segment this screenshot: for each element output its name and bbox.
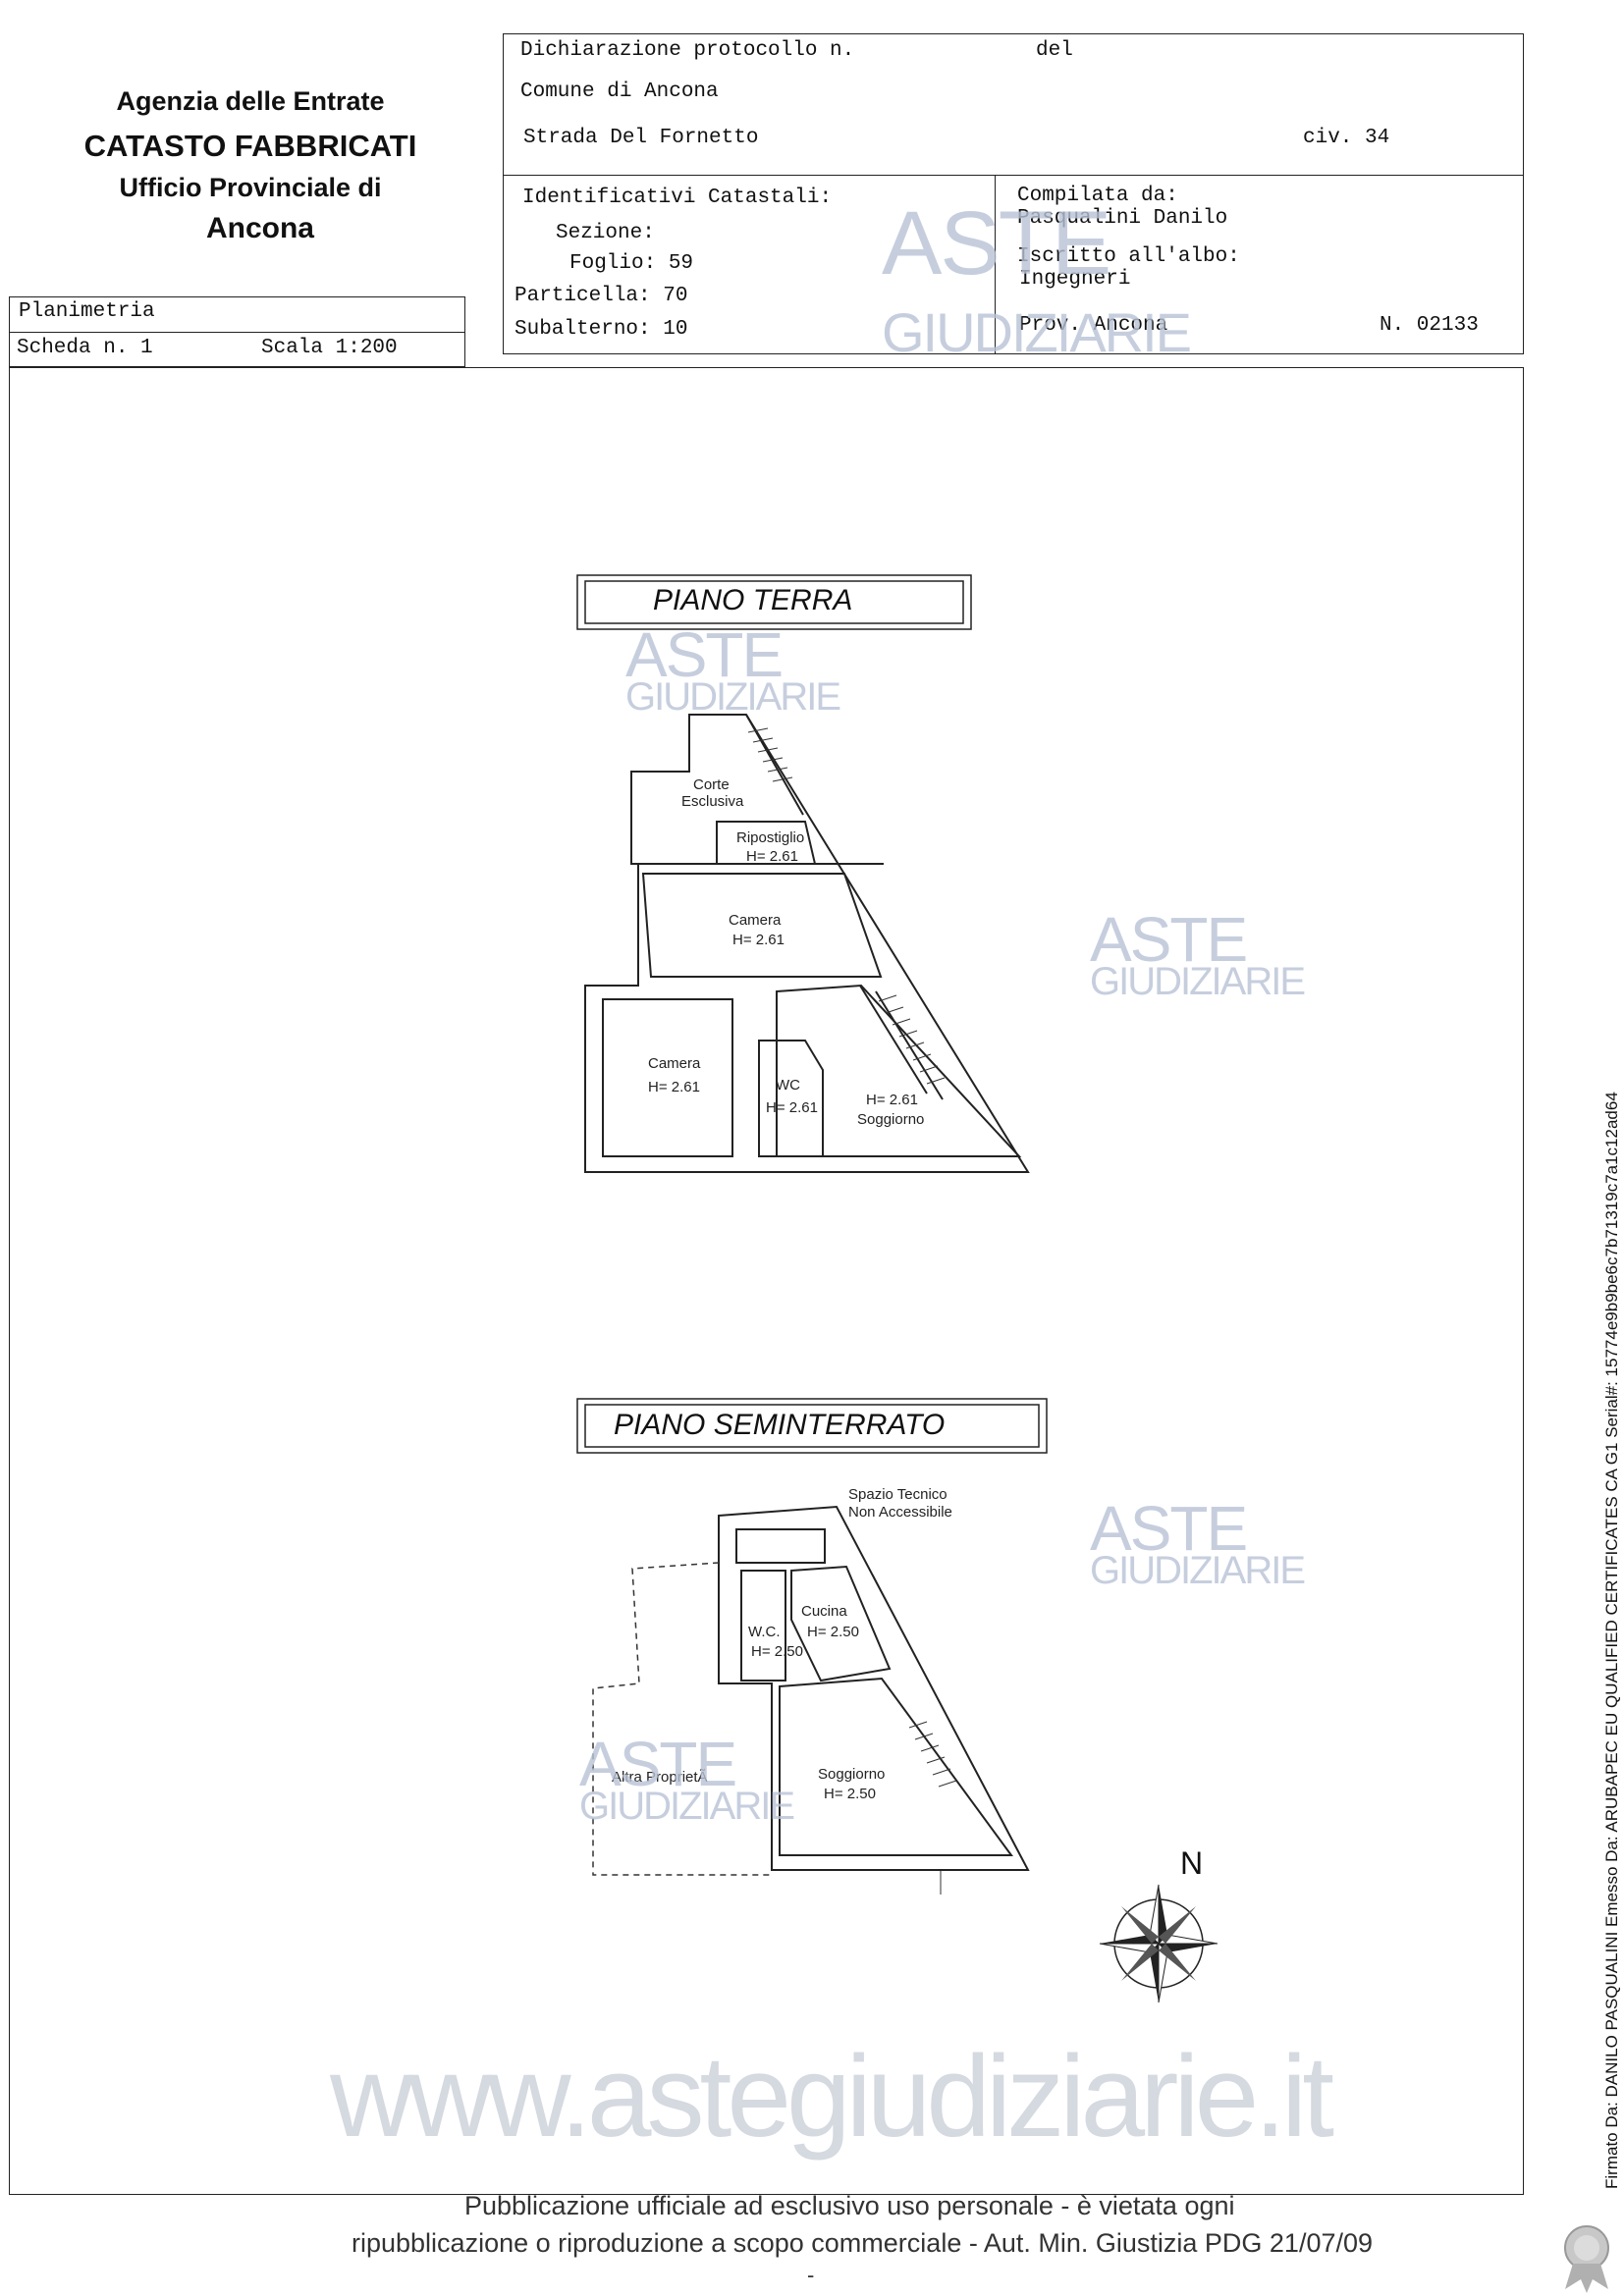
scheda-number: Scheda n. 1: [17, 337, 153, 359]
compilata-name: Pasqualini Danilo: [1017, 207, 1228, 230]
footer-line-2: ripubblicazione o riproduzione a scopo c…: [352, 2228, 1374, 2258]
header-divider: [503, 175, 1524, 176]
strada-label: Strada Del Fornetto: [523, 127, 759, 149]
catasto-title: CATASTO FABBRICATI: [83, 129, 417, 163]
room-label: Non Accessibile: [848, 1504, 952, 1521]
watermark-giudiziarie: GIUDIZIARIE: [1090, 960, 1306, 1003]
room-label: H= 2.61: [866, 1092, 918, 1108]
comune-label: Comune di Ancona: [520, 80, 719, 103]
room-label: W.C.: [748, 1624, 781, 1640]
header-box: [503, 33, 1524, 354]
room-label: Cucina: [801, 1603, 847, 1620]
watermark-aste: ASTE: [625, 619, 784, 690]
room-label: WC: [776, 1077, 800, 1094]
piano-seminterrato-plan: [718, 1505, 1030, 1871]
room-label: H= 2.61: [766, 1099, 818, 1116]
watermark-giudiziarie: GIUDIZIARIE: [1090, 1549, 1306, 1592]
planimetria-divider: [9, 332, 465, 333]
piano-terra-stairs: [747, 727, 946, 1085]
room-label: Corte: [693, 776, 730, 793]
drawing-frame: [9, 367, 1524, 2195]
sezione-label: Sezione:: [556, 222, 655, 244]
piano-terra-title: PIANO TERRA: [653, 584, 853, 616]
watermark-giudiziarie: GIUDIZIARIE: [625, 675, 841, 719]
ufficio-city: Ancona: [205, 212, 314, 244]
digital-signature: Firmato Da: DANILO PASQUALINI Emesso Da:…: [1602, 1092, 1621, 2189]
seal-icon: [1564, 2225, 1609, 2293]
room-label: H= 2.50: [807, 1624, 859, 1640]
watermark-aste: ASTE: [882, 193, 1111, 294]
watermark-giudiziarie: GIUDIZIARIE: [579, 1785, 795, 1828]
room-label: H= 2.50: [824, 1786, 876, 1802]
room-label: H= 2.50: [751, 1643, 803, 1660]
room-label: Soggiorno: [818, 1766, 886, 1783]
del-label: del: [1036, 39, 1073, 62]
piano-seminterrato-title: PIANO SEMINTERRATO: [614, 1409, 946, 1441]
identificativi-title: Identificativi Catastali:: [522, 187, 833, 209]
scala-value: Scala 1:200: [261, 337, 398, 359]
foglio-label: Foglio: 59: [569, 252, 694, 275]
ufficio-label: Ufficio Provinciale di: [119, 173, 382, 202]
dichiarazione-label: Dichiarazione protocollo n.: [520, 39, 855, 62]
albo-number: N. 02133: [1380, 314, 1479, 337]
watermark-aste: ASTE: [1090, 1493, 1248, 1564]
room-label: Altra ProprietÃ: [612, 1769, 708, 1786]
altra-proprieta-outline: [592, 1562, 772, 1876]
compass-north-label: N: [1180, 1845, 1204, 1881]
watermark-site-url: www.astegiudiziarie.it: [330, 2032, 1334, 2162]
civico-label: civ. 34: [1303, 127, 1390, 149]
compass-rose-icon: [1099, 1884, 1218, 2003]
watermark-aste: ASTE: [579, 1729, 737, 1799]
footer-dash: -: [807, 2263, 815, 2287]
header-col-divider: [995, 175, 996, 354]
agency-name: Agenzia delle Entrate: [116, 86, 385, 116]
particella-label: Particella: 70: [514, 285, 688, 307]
room-label: Soggiorno: [857, 1111, 925, 1128]
watermark-aste: ASTE: [1090, 904, 1248, 975]
room-label: Spazio Tecnico: [848, 1486, 947, 1503]
footer-line-1: Pubblicazione ufficiale ad esclusivo uso…: [464, 2191, 1235, 2220]
room-label: H= 2.61: [746, 848, 798, 865]
planimetria-label: Planimetria: [19, 300, 155, 323]
piano-terra-plan: [584, 714, 1030, 1173]
room-label: H= 2.61: [732, 932, 785, 948]
room-label: Camera: [729, 912, 782, 929]
subalterno-label: Subalterno: 10: [514, 318, 688, 341]
prov-label: Prov. Ancona: [1019, 314, 1168, 337]
compilata-title: Compilata da:: [1017, 185, 1178, 207]
watermark-giudiziarie: GIUDIZIARIE: [882, 301, 1192, 363]
room-label: Esclusiva: [681, 793, 744, 810]
room-label: H= 2.61: [648, 1079, 700, 1095]
room-label: Ripostiglio: [736, 829, 805, 846]
room-label: Camera: [648, 1055, 701, 1072]
albo-label: Iscritto all'albo:: [1017, 245, 1240, 268]
albo-value: Ingegneri: [1019, 268, 1131, 291]
